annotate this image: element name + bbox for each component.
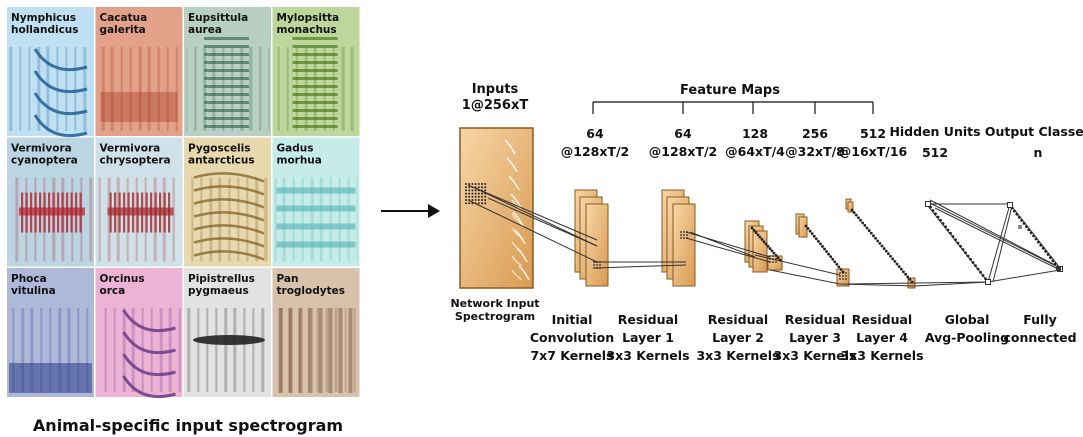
feature-map-stack-3 [744,220,768,273]
feature-map-size: @16xT/16 [839,144,908,159]
dotted-connections [750,201,1063,285]
hidden-units-value: 512 [922,145,948,160]
species-name-line2: troglodytes [277,285,346,297]
stage-label-line: Avg-Pooling [925,330,1009,345]
species-name-line1: Vermivora [11,143,72,155]
species-name-line1: Pipistrellus [188,273,255,285]
output-classes-title: Output Classes [985,124,1083,139]
inputs-title: Inputs [472,82,519,97]
spectrogram-caption: Animal-specific input spectrogram [33,416,343,435]
species-name-line2: vitulina [11,285,56,297]
species-name-line2: morhua [277,155,322,167]
input-label-line1: Network Input [450,297,539,310]
feature-map-channels: 64 [586,126,604,141]
feature-map-size: @32xT/8 [785,144,845,159]
spectrogram-grid: NymphicushollandicusCacatuagaleritaEupsi… [7,7,360,399]
input-arrow [381,204,440,218]
feature-map-channels: 128 [742,126,768,141]
species-name-line1: Vermivora [100,143,161,155]
inputs-size: 1@256xT [462,98,529,113]
stage-label-line: Fully [1023,312,1057,327]
species-name-line2: chrysoptera [100,155,171,167]
feature-map-size: @128xT/2 [561,144,629,159]
species-name-line2: galerita [100,24,146,36]
feature-map-channels: 512 [860,126,886,141]
stage-label-line: 3x3 Kernels [840,348,923,363]
feature-map-size: @128xT/2 [649,144,717,159]
species-name-line1: Mylopsitta [277,12,340,24]
stage-label-line: Residual [618,312,678,327]
species-name-line1: Nymphicus [11,12,76,24]
species-name-line2: pygmaeus [188,285,249,297]
feature-map-size: @64xT/4 [725,144,785,159]
stage-label-line: connected [1003,330,1076,345]
feature-map-stack-5 [845,198,854,213]
input-spectrogram-block [459,127,534,289]
feature-map-labels: 64 @128xT/2 64 @128xT/2 128 @64xT/4 256 @32xT/8… [561,126,908,159]
stage-label-line: Layer 2 [712,330,764,345]
species-name-line1: Phoca [11,273,47,285]
stage-label-line: 7x7 Kernels [530,348,613,363]
feature-maps-title: Feature Maps [680,83,780,98]
species-name-line1: Pan [277,273,299,285]
species-name-line2: aurea [188,24,222,36]
stage-label-line: Layer 4 [856,330,908,345]
species-name-line1: Pygoscelis [188,143,251,155]
stage-label-line: Layer 3 [789,330,841,345]
stage-label-line: Global [945,312,990,327]
species-name-line1: Cacatua [100,12,148,24]
stage-label-line: Residual [708,312,768,327]
stage-label-line: Residual [852,312,912,327]
stage-label-line: 3x3 Kernels [696,348,779,363]
feature-map-stack-1 [574,189,609,287]
feature-map-channels: 64 [674,126,692,141]
network-diagram [459,101,1063,289]
kernel-grids [593,231,847,280]
feature-map-stack-2 [661,189,696,287]
feature-map-stack-4 [795,213,808,238]
species-name-line1: Eupsittula [188,12,248,24]
stage-label-line: Residual [785,312,845,327]
species-name-line2: antarcticus [188,155,255,167]
stage-label-line: 3x3 Kernels [773,348,856,363]
hidden-units-title: Hidden Units [889,124,980,139]
input-label-line2: Spectrogram [455,310,535,323]
species-name-line2: monachus [277,24,337,36]
stage-label-line: 3x3 Kernels [606,348,689,363]
species-name-line2: orca [100,285,126,297]
species-name-line2: hollandicus [11,24,79,36]
stage-label-line: Initial [552,312,593,327]
feature-map-channels: 256 [802,126,828,141]
species-name-line1: Orcinus [100,273,145,285]
stage-label-line: Convolution [530,330,614,345]
stage-label-line: Layer 1 [622,330,674,345]
feature-maps-bracket [592,101,874,114]
species-name-line1: Gadus [277,143,314,155]
species-name-line2: cyanoptera [11,155,78,167]
output-classes-value: n [1034,145,1043,160]
